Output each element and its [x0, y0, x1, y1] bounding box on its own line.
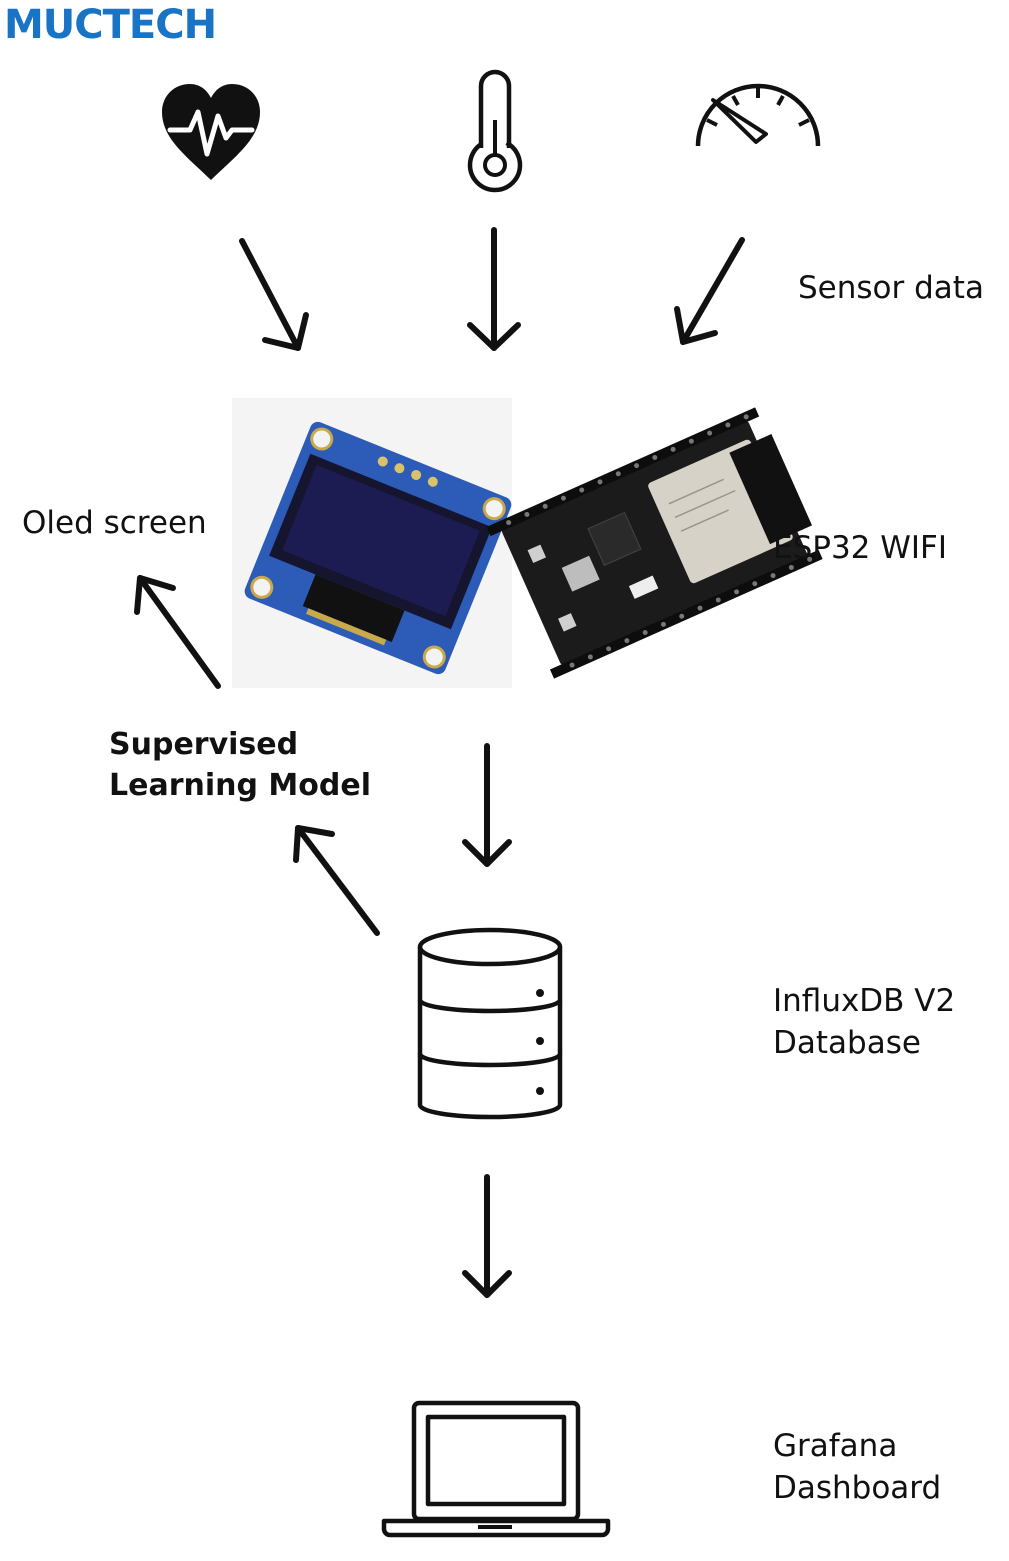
dashboard-label-line2: Dashboard: [773, 1470, 942, 1506]
arrow-db-to-model: [293, 825, 380, 936]
database-label-line1: InfluxDB V2: [773, 983, 956, 1019]
arrow-model-to-oled: [134, 575, 221, 689]
heart-rate-icon: [162, 84, 260, 180]
oled-screen-label: Oled screen: [22, 505, 207, 541]
thermometer-icon: [467, 69, 523, 193]
laptop-icon: [381, 1400, 611, 1538]
arrow-db-to-dashboard: [462, 1174, 512, 1298]
oled-display-module: [232, 398, 512, 688]
model-label-line2: Learning Model: [109, 768, 371, 803]
database-icon: [417, 927, 563, 1120]
arrow-board-to-db: [462, 743, 512, 867]
model-label: Supervised Learning Model: [109, 724, 371, 806]
dashboard-label: Grafana Dashboard: [773, 1425, 941, 1509]
database-label-line2: Database: [773, 1025, 921, 1061]
database-label: InfluxDB V2 Database: [773, 980, 955, 1064]
gauge-icon: [695, 83, 821, 147]
sensor-data-label: Sensor data: [798, 270, 984, 306]
dashboard-label-line1: Grafana: [773, 1428, 898, 1464]
model-label-line1: Supervised: [109, 727, 299, 762]
esp32-dev-board: [486, 407, 823, 679]
arrow-gauge-to-board: [674, 237, 745, 345]
arrow-thermo-to-board: [467, 227, 521, 351]
brand-logo: MUCTECH: [4, 2, 217, 48]
esp32-label: ESP32 WIFI: [773, 530, 948, 566]
arrow-heart-to-board: [239, 238, 309, 351]
